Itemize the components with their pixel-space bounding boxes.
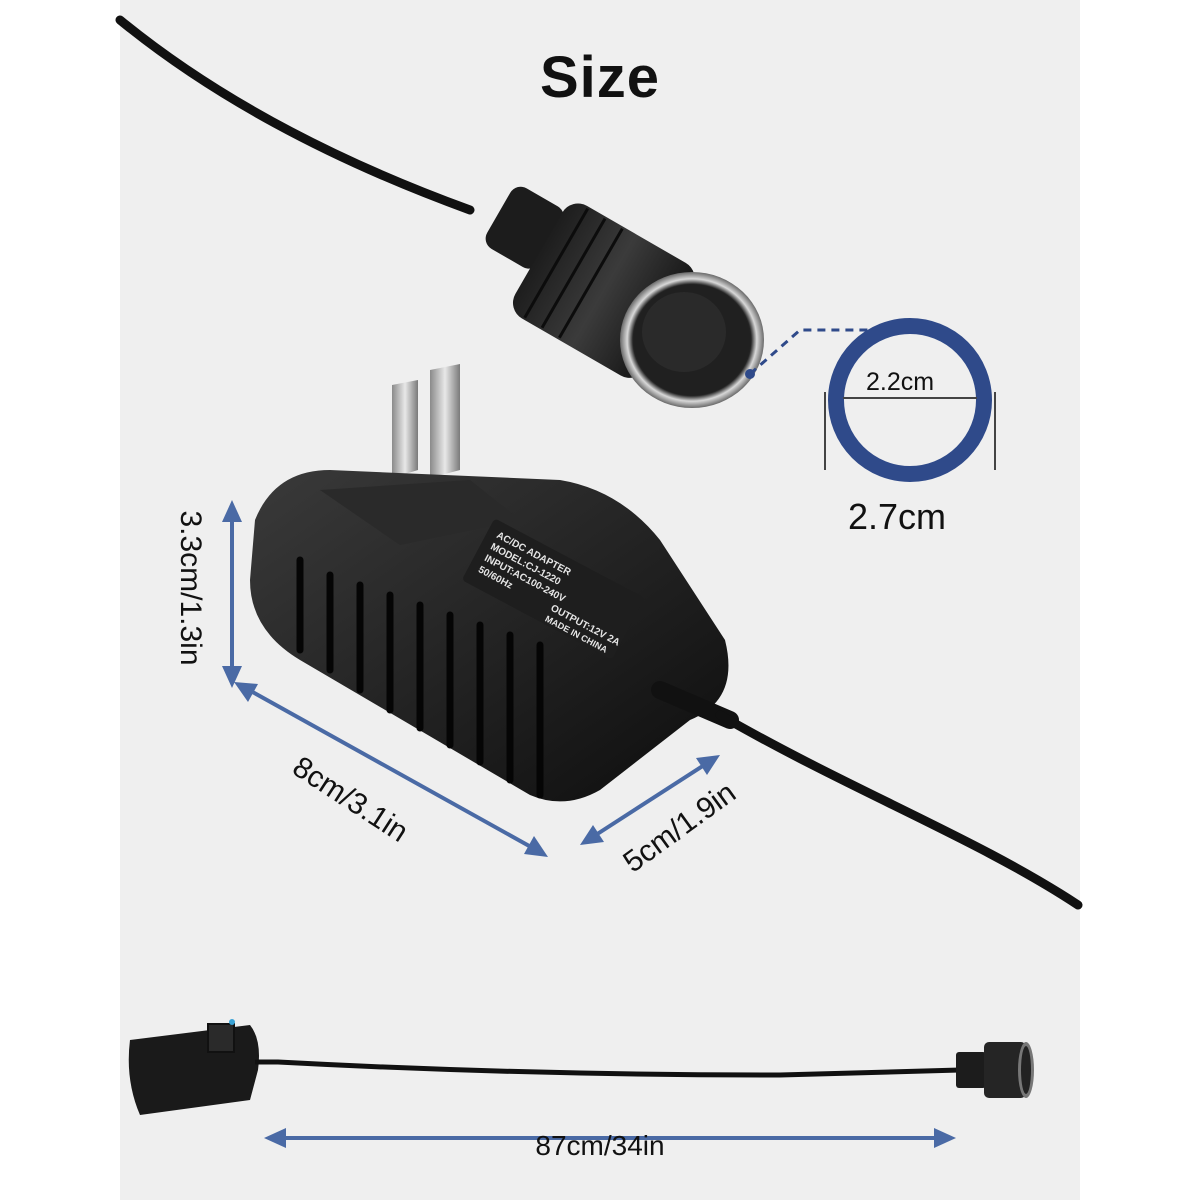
cable-length-label: 87cm/34in [535, 1130, 665, 1161]
leader-dot [745, 369, 755, 379]
dimension-arrows [222, 500, 720, 857]
upper-cable [115, 15, 475, 215]
socket-diameter-diagram [824, 318, 996, 482]
adapter-height-label: 3.3cm/1.3in [174, 510, 207, 666]
page-title: Size [539, 45, 661, 110]
inner-diameter-label: 2.2cm [866, 368, 935, 396]
full-length-view [128, 1019, 1034, 1148]
leader-line [749, 328, 870, 376]
outer-diameter-label: 2.7cm [848, 496, 947, 537]
car-socket [485, 186, 764, 408]
adapter: AC/DC ADAPTER MODEL:CJ-1220 INPUT:AC100-… [250, 364, 1083, 910]
